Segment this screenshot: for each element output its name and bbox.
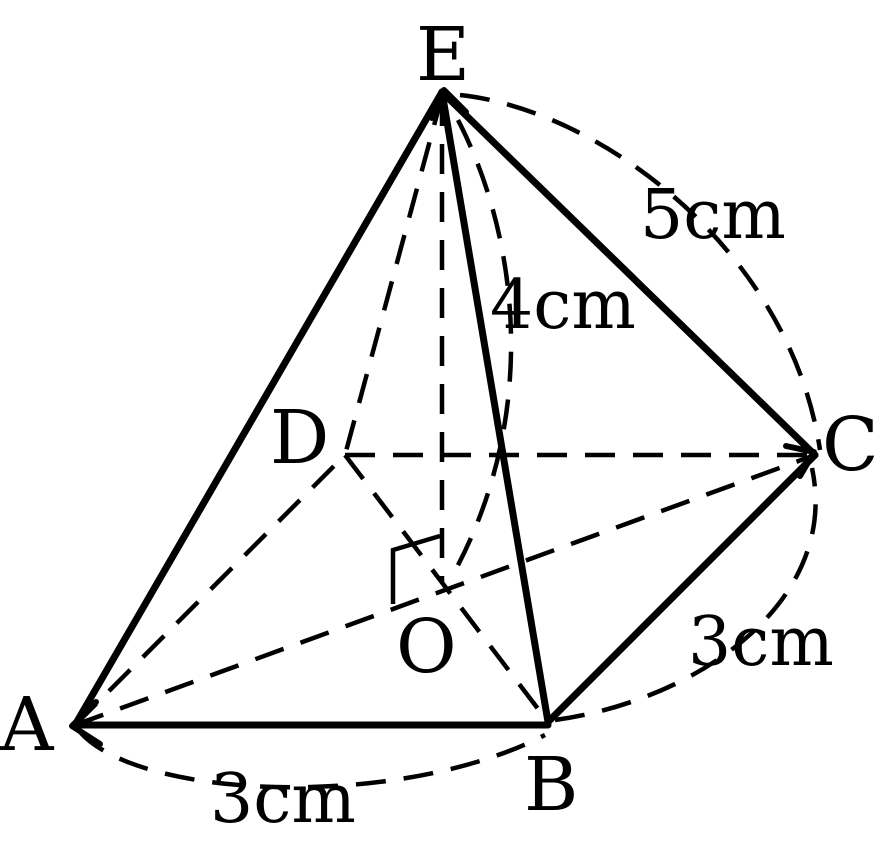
diagonal-AC bbox=[74, 452, 816, 728]
label-A: A bbox=[0, 682, 55, 768]
brace-BC bbox=[554, 467, 818, 723]
right-angle-marker bbox=[390, 533, 441, 604]
label-O: O bbox=[396, 604, 457, 690]
label-C: C bbox=[822, 402, 879, 488]
measure-EO: 4cm bbox=[490, 266, 636, 345]
measure-BC: 3cm bbox=[688, 603, 834, 682]
edge-EA bbox=[71, 88, 446, 729]
label-D: D bbox=[270, 395, 329, 481]
measure-AB: 3cm bbox=[210, 760, 356, 839]
arrowhead-A bbox=[69, 699, 103, 747]
edge-EB bbox=[438, 88, 552, 726]
edge-AD bbox=[73, 453, 347, 727]
measure-EC: 5cm bbox=[640, 176, 786, 255]
edge-EC-line bbox=[438, 88, 819, 459]
arrowhead-C bbox=[783, 443, 817, 479]
label-B: B bbox=[524, 742, 578, 828]
label-E: E bbox=[416, 12, 470, 98]
brace-AB bbox=[78, 730, 547, 790]
arrowhead-E bbox=[429, 87, 469, 121]
edge-ED bbox=[342, 95, 445, 456]
edge-BC bbox=[544, 451, 819, 726]
brace-EC bbox=[459, 92, 823, 451]
brace-EO bbox=[448, 118, 514, 582]
